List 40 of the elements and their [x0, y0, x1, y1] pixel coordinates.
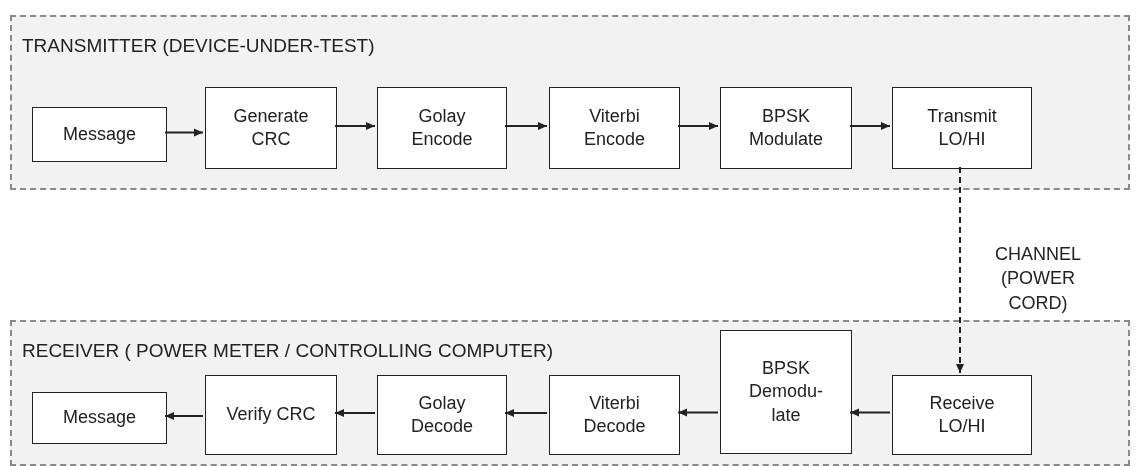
box-label: Generate CRC [232, 104, 310, 151]
arrow [164, 128, 204, 137]
process-box [377, 375, 507, 455]
arrow [334, 122, 376, 130]
box-label: BPSK Demodu- late [748, 356, 824, 427]
arrow [849, 408, 891, 417]
box-label: Viterbi Decode [582, 391, 647, 438]
box-label: Viterbi Encode [582, 104, 647, 151]
process-box [892, 87, 1032, 169]
process-box [205, 87, 337, 169]
arrow [334, 409, 376, 417]
process-box [892, 375, 1032, 455]
process-box [549, 375, 680, 455]
process-box [32, 392, 167, 444]
process-box [549, 87, 680, 169]
panel-title: TRANSMITTER (DEVICE-UNDER-TEST) [22, 35, 375, 57]
edge-label: CHANNEL (POWER CORD) [994, 243, 1082, 315]
group-panel [10, 320, 1130, 466]
arrow [164, 412, 204, 420]
box-label: Message [62, 406, 136, 430]
arrow [504, 409, 548, 417]
box-label: BPSK Modulate [747, 104, 825, 151]
box-label: Golay Encode [410, 104, 474, 151]
process-box [720, 330, 852, 454]
box-label: Message [62, 122, 136, 146]
box-label: Transmit LO/HI [926, 104, 998, 151]
arrow [849, 122, 891, 130]
process-box [377, 87, 507, 169]
arrow [677, 122, 719, 130]
panel-title: RECEIVER ( POWER METER / CONTROLLING COMPUTER) [22, 340, 553, 362]
process-box [720, 87, 852, 169]
arrow [677, 408, 719, 417]
arrow [504, 122, 548, 130]
box-label: Golay Decode [409, 391, 474, 438]
process-box [32, 107, 167, 162]
group-panel [10, 15, 1130, 190]
arrow [956, 166, 964, 374]
box-label: Receive LO/HI [928, 391, 996, 438]
box-label: Verify CRC [226, 403, 316, 427]
process-box [205, 375, 337, 455]
